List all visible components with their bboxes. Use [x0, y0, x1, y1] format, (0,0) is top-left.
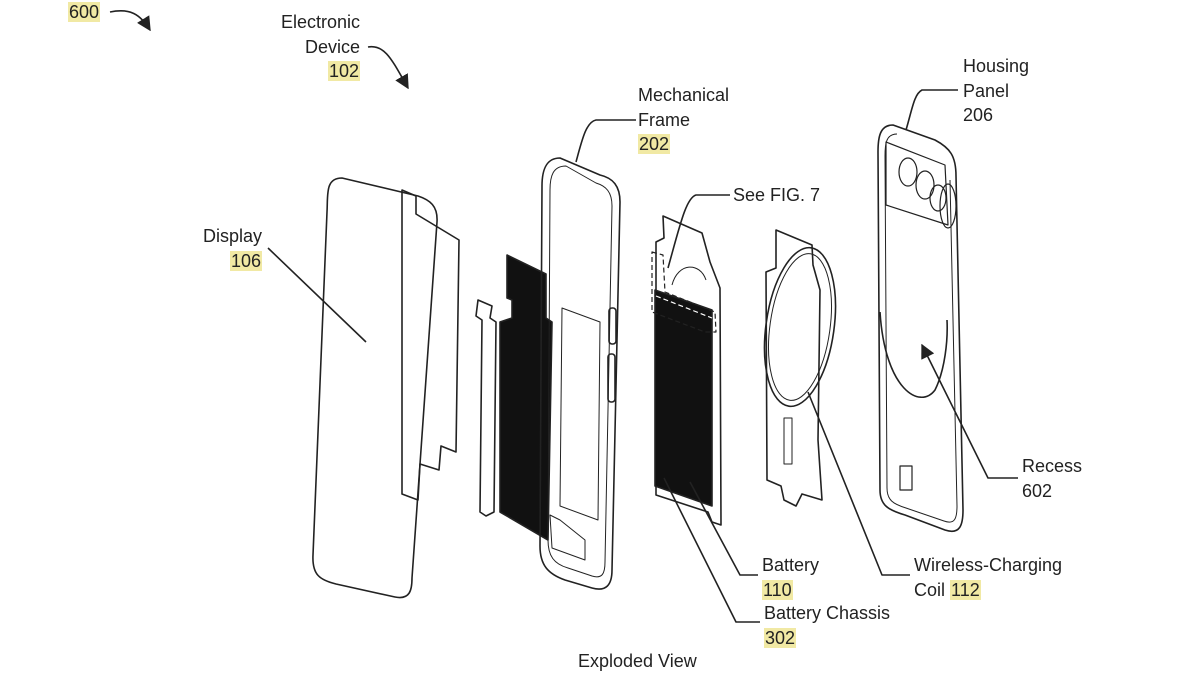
device-ref: 102: [327, 61, 360, 81]
display-panel: [312, 177, 438, 599]
device-arrow: [367, 45, 409, 90]
frame-label-line1: Mechanical: [638, 85, 730, 105]
display-label: Display 106: [203, 224, 262, 273]
battery-label-text: Battery: [762, 555, 820, 575]
frame-label: Mechanical Frame 202: [638, 83, 729, 157]
chassis-label: Battery Chassis 302: [764, 601, 890, 650]
figure-ref: 600: [68, 0, 101, 25]
battery-ref: 110: [762, 579, 793, 600]
chassis-ref: 302: [764, 627, 797, 648]
camera-module: [885, 141, 957, 229]
volume-up-button: [608, 307, 617, 345]
housing-label-line2: Panel: [963, 80, 1010, 101]
recess-ref: 602: [1022, 480, 1053, 501]
housing-ref: 206: [963, 105, 994, 125]
battery-leader: [689, 481, 758, 576]
housing-label: Housing Panel 206: [963, 54, 1029, 128]
display-label-text: Display: [202, 226, 262, 246]
wireless-charging-coil: [763, 246, 837, 408]
frame-label-line2: Frame: [638, 109, 691, 130]
device-label: Electronic Device 102: [281, 10, 360, 84]
coil-label-line1: Wireless-Charging: [914, 555, 1063, 575]
housing-leader: [905, 89, 958, 131]
housing-label-line1: Housing: [963, 56, 1030, 76]
battery-label: Battery 110: [762, 553, 819, 602]
volume-down-button: [607, 353, 616, 403]
figure-caption: Exploded View: [578, 651, 697, 671]
frame-inner-cutout: [559, 307, 601, 521]
device-label-line2: Device: [304, 36, 360, 57]
coil-carrier-plate: [765, 229, 823, 507]
coil-label: Wireless-Charging Coil 112: [914, 553, 1062, 602]
flex-strip: [475, 299, 497, 517]
fig7-leader: [667, 194, 730, 269]
recess-leader: [921, 343, 1018, 479]
frame-ref: 202: [638, 134, 671, 154]
fig7-detail-box: [651, 251, 717, 333]
recess-label-text: Recess: [1022, 456, 1083, 476]
display-ref: 106: [229, 250, 262, 271]
recess-outline: [879, 311, 948, 399]
coil-ref: 112: [950, 579, 981, 600]
figure-arrow: [109, 10, 151, 32]
coil-label-line2: Coil: [914, 579, 946, 600]
display-leader: [267, 247, 367, 343]
shield-layer: [499, 254, 553, 541]
mechanical-frame: [539, 157, 621, 590]
housing-panel: [877, 124, 964, 532]
chassis-label-text: Battery Chassis: [764, 603, 891, 623]
device-label-line1: Electronic: [280, 12, 360, 32]
figure-ref-number: 600: [68, 2, 101, 22]
frame-leader: [575, 119, 636, 163]
see-fig-label: See FIG. 7: [733, 185, 821, 205]
display-backing-plate: [401, 189, 460, 501]
recess-label: Recess 602: [1022, 454, 1082, 503]
coil-leader: [807, 391, 910, 576]
chassis-leader: [663, 477, 760, 623]
battery: [654, 289, 713, 507]
